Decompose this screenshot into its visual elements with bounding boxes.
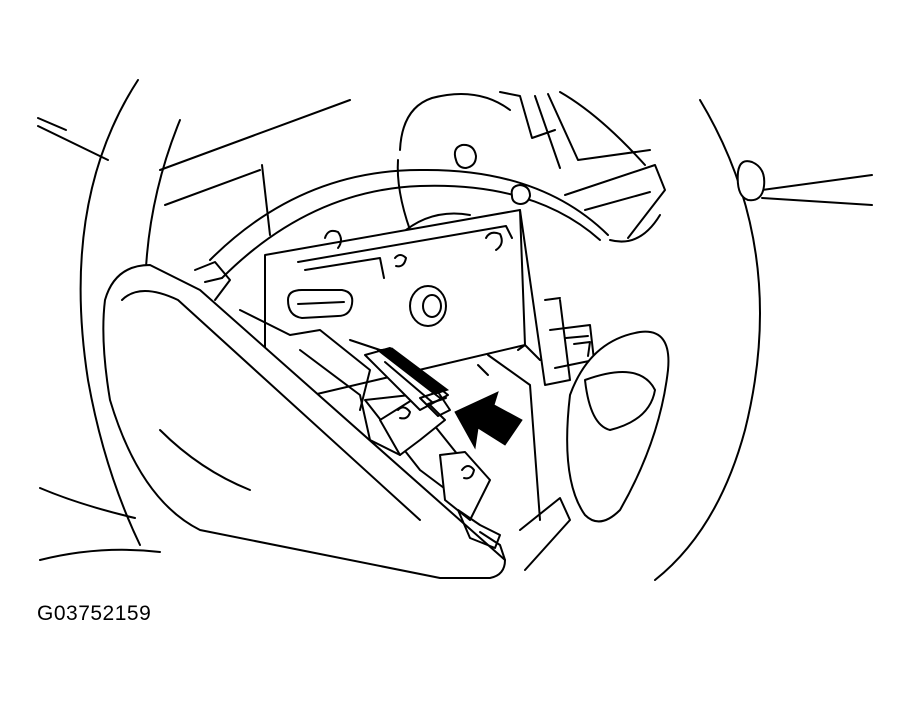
dashboard-lines: [38, 100, 872, 235]
location-arrow: [455, 392, 522, 448]
column-shroud: [398, 92, 665, 242]
right-pad: [567, 332, 668, 522]
figure-code: G03752159: [37, 602, 152, 625]
upper-spoke: [210, 170, 608, 278]
lower-column: [478, 355, 570, 570]
airbag-module: [103, 262, 505, 578]
right-bracket: [518, 325, 594, 368]
connector-housing: [350, 340, 505, 560]
steering-wheel-rim: [40, 80, 764, 580]
